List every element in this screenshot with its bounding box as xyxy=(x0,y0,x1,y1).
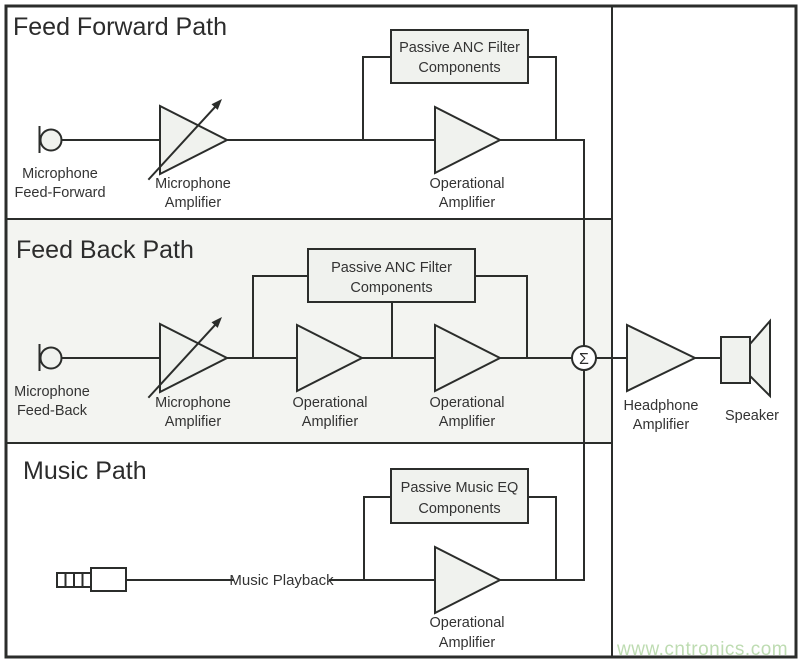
fb-mic-amp-label-line2: Amplifier xyxy=(165,414,222,430)
sigma-symbol: Σ xyxy=(579,351,589,368)
ff-microphone-amplifier-symbol xyxy=(147,99,230,181)
fb-filter-left-wire xyxy=(252,275,309,359)
feed-back-title: Feed Back Path xyxy=(16,236,194,264)
music-eq-label-line2: Components xyxy=(418,501,500,517)
ff-filter-label-line2: Components xyxy=(418,60,500,76)
fb-op-amp-b-label-line2: Amplifier xyxy=(439,414,496,430)
ff-filter-label-line1: Passive ANC Filter xyxy=(399,40,520,56)
frame xyxy=(4,4,798,659)
gain-arrow-head xyxy=(211,317,222,328)
ff-operational-amplifier-symbol xyxy=(434,105,503,175)
ff-op-amp-label-line1: Operational xyxy=(430,176,505,192)
fb-passive-anc-filter-box: Passive ANC Filter Components xyxy=(307,248,476,303)
music-eq-right-wire xyxy=(527,496,557,581)
fb-operational-amplifier-a-symbol xyxy=(296,323,365,393)
outer-border xyxy=(4,4,798,659)
fb-mic-amp-label-line1: Microphone xyxy=(155,395,231,411)
ff-mic-label-line1: Microphone xyxy=(22,166,98,182)
ff-filter-right-wire xyxy=(527,56,557,141)
speaker-icon xyxy=(720,318,771,399)
ff-op-amp-label-line2: Amplifier xyxy=(439,195,496,211)
music-title: Music Path xyxy=(23,457,147,485)
music-op-amp-label-line2: Amplifier xyxy=(439,635,496,651)
ff-mic-label-line2: Feed-Forward xyxy=(14,185,105,201)
feed-back-path-section: Feed Back Path Passive ANC Filter Compon… xyxy=(14,236,573,430)
ff-passive-anc-filter-box: Passive ANC Filter Components xyxy=(390,29,529,84)
music-path-section: Music Path Music Playback Passive Music … xyxy=(23,457,585,651)
fb-mic-label-line1: Microphone xyxy=(14,384,90,400)
music-playback-label: Music Playback xyxy=(229,572,334,589)
gain-arrow xyxy=(147,105,217,181)
fb-filter-label-line1: Passive ANC Filter xyxy=(331,260,452,276)
output-stage-section: Σ Headphone Amplifier Speaker xyxy=(571,139,779,581)
music-operational-amplifier-symbol xyxy=(434,545,503,615)
ff-mic-amp-label-line1: Microphone xyxy=(155,176,231,192)
fb-op-amp-b-label-line1: Operational xyxy=(430,395,505,411)
microphone-feed-back-icon xyxy=(38,344,63,371)
music-op-amp-label-line1: Operational xyxy=(430,615,505,631)
speaker-label: Speaker xyxy=(725,408,779,424)
feed-forward-path-section: Feed Forward Path Passive ANC Filter Com… xyxy=(13,13,585,211)
fb-microphone-amplifier-symbol xyxy=(147,317,230,399)
fb-operational-amplifier-b-symbol xyxy=(434,323,503,393)
watermark: www.cntronics.com xyxy=(616,639,788,660)
microphone-feed-forward-icon xyxy=(38,126,63,153)
headphone-amp-label-line2: Amplifier xyxy=(633,417,690,433)
fb-mic-label-line2: Feed-Back xyxy=(17,403,88,419)
feed-forward-title: Feed Forward Path xyxy=(13,13,227,41)
ff-mic-amp-label-line2: Amplifier xyxy=(165,195,222,211)
gain-arrow-head xyxy=(211,99,222,110)
summation-node: Σ xyxy=(571,345,597,371)
headphone-amplifier-symbol xyxy=(626,323,698,393)
fb-filter-label-line2: Components xyxy=(350,280,432,296)
audio-jack-icon xyxy=(56,567,127,592)
music-eq-label-line1: Passive Music EQ xyxy=(401,480,519,496)
gain-arrow xyxy=(147,323,217,399)
fb-op-amp-a-label-line2: Amplifier xyxy=(302,414,359,430)
passive-music-eq-box: Passive Music EQ Components xyxy=(390,468,529,524)
music-eq-left-wire xyxy=(363,496,392,581)
fb-op-amp-a-label-line1: Operational xyxy=(293,395,368,411)
fb-filter-right-wire xyxy=(474,275,528,359)
headphone-amp-label-line1: Headphone xyxy=(624,398,699,414)
ff-filter-left-wire xyxy=(362,56,392,141)
